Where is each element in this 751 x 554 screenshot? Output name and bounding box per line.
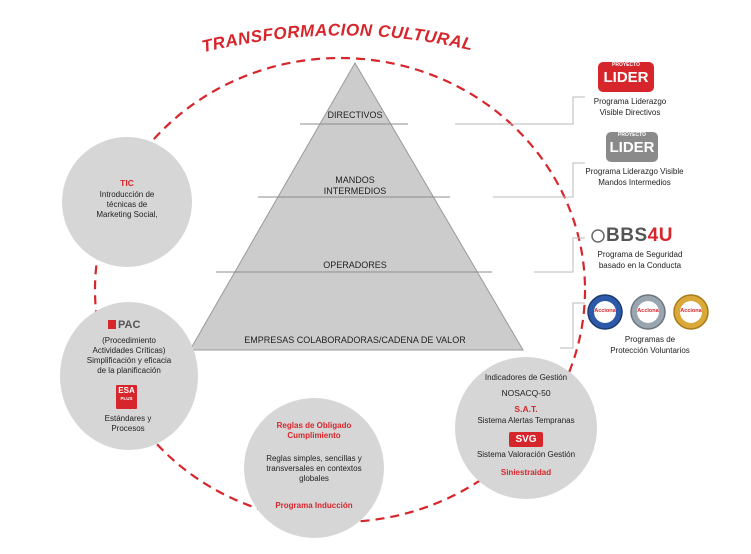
program-caption-lider-directivos: Programa Liderazgo Visible Directivos [593, 97, 667, 117]
pyramid-label-operadores: OPERADORES [323, 260, 387, 270]
svg-logo: SVG [509, 432, 543, 447]
lider-logo-gray: PROYECTO LIDER [606, 132, 658, 162]
pac-body: (Procedimiento Actividades Críticas) Sim… [86, 336, 172, 375]
reglas-title: Reglas de Obligado Cumplimiento [276, 421, 352, 440]
circle-pac [60, 302, 198, 450]
lider-logo-gray-small: PROYECTO [618, 132, 646, 138]
bbs4u-logo-4u: 4U [647, 225, 673, 246]
esa-plus-logo: ESA PLUS [116, 385, 137, 409]
program-caption-lider-mandos: Programa Liderazgo Visible Mandos Interm… [585, 167, 684, 187]
circle-tic [62, 137, 192, 267]
circle-indicadores [455, 357, 597, 499]
connector-empresas [560, 302, 585, 349]
pyramid-label-directivos: DIRECTIVOS [327, 110, 383, 120]
bbs-globe-icon [591, 229, 605, 243]
sat-title: S.A.T. [514, 404, 538, 414]
seal-icon-1 [587, 294, 623, 330]
program-caption-bbs: Programa de Seguridad basado en la Condu… [597, 250, 683, 270]
circle-reglas [244, 398, 384, 538]
seal-icon-2 [630, 294, 666, 330]
svg-desc: Sistema Valoración Gestión [476, 450, 576, 459]
lider-logo-red-text: LIDER [603, 69, 649, 86]
tic-title: TIC [120, 178, 134, 188]
program-caption-proteccion: Programas de Protección Voluntarios [610, 335, 690, 355]
reglas-footer: Programa Inducción [275, 501, 353, 510]
pac-logo: PAC [108, 319, 146, 333]
cycle-dashed-ellipse [93, 56, 587, 524]
seal-label-3: Acciona [680, 308, 702, 314]
pyramid-label-mandos: MANDOS INTERMEDIOS [323, 175, 387, 196]
lider-logo-red-small: PROYECTO [612, 62, 640, 68]
esa-logo-sub: PLUS [120, 396, 133, 401]
pac-logo-square-icon [108, 320, 116, 329]
bbs4u-logo: BBS4U [606, 225, 673, 247]
lider-logo-red: PROYECTO LIDER [598, 62, 654, 92]
pac-logo-text: PAC [118, 319, 141, 331]
diagram-title: TRANSFORMACION CULTURAL [200, 20, 475, 56]
indicadores-footer: Siniestraidad [500, 468, 552, 477]
seal-label-1: Acciona [594, 308, 616, 314]
seal-label-2: Acciona [637, 308, 659, 314]
seal-icon-3 [673, 294, 709, 330]
lider-logo-gray-text: LIDER [609, 139, 655, 156]
reglas-body: Reglas simples, sencillas y transversale… [266, 454, 362, 483]
esa-logo-text: ESA [118, 386, 135, 395]
connector-mandos [493, 162, 585, 198]
sat-desc: Sistema Alertas Tempranas [477, 416, 575, 425]
bbs4u-logo-bbs: BBS [606, 225, 648, 246]
pac-footer: Estándares y Procesos [104, 414, 152, 433]
indicadores-line1: Indicadores de Gestión [484, 373, 568, 382]
connector-operadores [534, 237, 585, 273]
indicadores-line2: NOSACQ-50 [501, 388, 551, 398]
pyramid [189, 62, 524, 351]
tic-body: Introducción de técnicas de Marketing So… [96, 190, 158, 219]
connector-directivos [455, 96, 585, 125]
pyramid-label-empresas: EMPRESAS COLABORADORAS/CADENA DE VALOR [244, 335, 466, 345]
